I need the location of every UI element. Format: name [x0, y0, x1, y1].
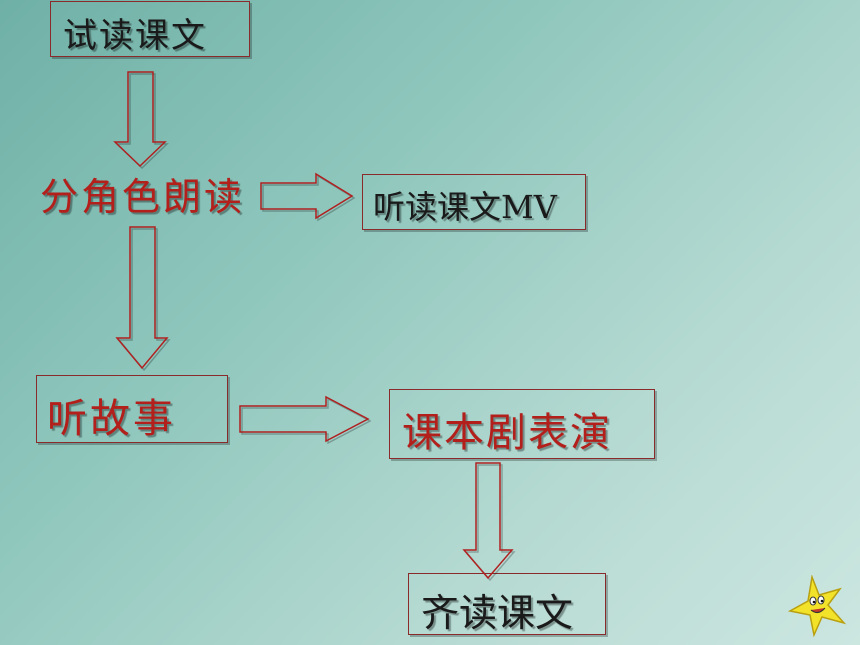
- node-role-read-label: 分角色朗读: [40, 175, 246, 219]
- node-play: 课本剧表演: [389, 389, 655, 459]
- arrow-right-2: [239, 395, 370, 443]
- arrow-down-1: [113, 71, 167, 168]
- node-listen-story: 听故事: [36, 375, 228, 443]
- node-read-together: 齐读课文: [408, 573, 606, 635]
- star-mascot-icon: [788, 575, 847, 637]
- node-try-read: 试读课文: [50, 1, 250, 57]
- node-listen-story-label: 听故事: [47, 396, 176, 442]
- arrow-right-1: [260, 172, 354, 220]
- node-listen-mv: 听读课文MV: [362, 174, 586, 230]
- arrow-down-2: [115, 226, 169, 370]
- node-read-together-label: 齐读课文: [421, 591, 574, 635]
- node-try-read-label: 试读课文: [63, 16, 207, 56]
- node-play-label: 课本剧表演: [402, 410, 612, 456]
- node-listen-mv-label: 听读课文MV: [373, 188, 557, 226]
- arrow-down-3: [462, 462, 514, 580]
